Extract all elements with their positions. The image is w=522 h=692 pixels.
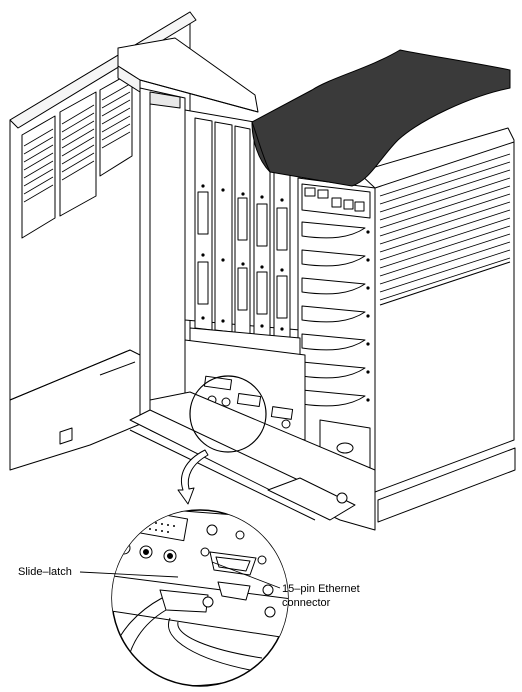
detail-arrow-icon — [177, 449, 209, 505]
detail-zoom-view — [111, 509, 289, 687]
slide-latch-label: Slide–latch — [18, 566, 72, 578]
ethernet-connector-label-line1: 15–pin Ethernet — [282, 583, 360, 595]
cabinet-top — [117, 37, 259, 113]
left-door-vent — [23, 83, 131, 203]
ethernet-connector-label-line2: connector — [282, 597, 331, 609]
top-cover-panel — [251, 49, 511, 187]
drive-bays — [297, 177, 376, 479]
cabinet-base — [129, 391, 376, 531]
cabinet-frame — [139, 87, 186, 421]
detail-highlight-circle — [177, 375, 267, 505]
control-buttons — [304, 187, 365, 212]
cable-plug — [159, 589, 209, 613]
callout-leaders — [79, 561, 281, 589]
right-side-panel — [357, 127, 516, 523]
right-vent — [379, 153, 511, 301]
drive-sleds — [301, 221, 366, 407]
